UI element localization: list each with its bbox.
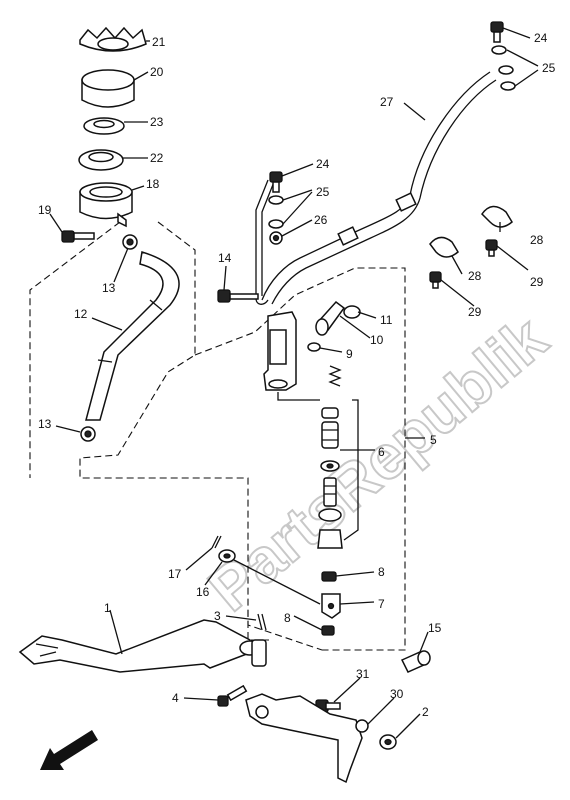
assembly-boundary-right: [194, 267, 406, 651]
callout-31: 31: [356, 667, 370, 681]
circlip: [307, 342, 321, 352]
master-cylinder-body: [263, 311, 297, 391]
callout-17: 17: [168, 567, 182, 581]
callout-3: 3: [214, 609, 221, 623]
callout-13-upper: 13: [102, 281, 116, 295]
joint-o-ring: [343, 305, 361, 319]
dust-boot: [317, 529, 343, 549]
reservoir-cap-cover: [79, 26, 147, 52]
hose-clip-lower: [80, 426, 96, 442]
callout-29-upper: 29: [530, 275, 544, 289]
callout-1: 1: [104, 601, 111, 615]
callout-9: 9: [346, 347, 353, 361]
callout-29-lower: 29: [468, 305, 482, 319]
callout-25-upper: 25: [542, 61, 556, 75]
front-direction-arrow: [40, 730, 98, 770]
copper-washers-upper: [491, 45, 516, 91]
bracket-washer: [379, 734, 397, 750]
clamp-bolt-b: [429, 271, 442, 289]
callout-6: 6: [378, 445, 385, 459]
clevis-nut: [321, 625, 335, 636]
clevis-pin-line: [233, 559, 321, 605]
footrest-bracket: [245, 693, 369, 784]
callout-labels: 21 20 23 22 18 19 13 12 13 24 25 27 24 2…: [38, 31, 556, 719]
assembly-boundary-left: [29, 221, 323, 651]
reservoir-hose: [85, 251, 180, 421]
callout-19: 19: [38, 203, 52, 217]
copper-washers-lower: [268, 195, 284, 229]
cotter-pin-upper: [211, 535, 222, 549]
circlip-lower: [318, 508, 342, 522]
callout-18: 18: [146, 177, 160, 191]
callout-8-upper: 8: [378, 565, 385, 579]
master-cylinder-bolt: [217, 289, 259, 303]
callout-21: 21: [152, 35, 166, 49]
push-rod: [323, 477, 337, 507]
callout-28-upper: 28: [530, 233, 544, 247]
hose-joint: [315, 300, 346, 336]
callout-16: 16: [196, 585, 210, 599]
clamp-bolt-a: [485, 239, 498, 257]
leader-lines: [49, 27, 539, 739]
reservoir-tank: [79, 182, 133, 228]
callout-13-lower: 13: [38, 417, 52, 431]
callout-27: 27: [380, 95, 394, 109]
piston: [321, 421, 339, 449]
reservoir-bolt: [61, 230, 95, 243]
callout-25-lower: 25: [316, 185, 330, 199]
callout-20: 20: [150, 65, 164, 79]
callout-12: 12: [74, 307, 88, 321]
callout-23: 23: [150, 115, 164, 129]
brake-hose-union: [269, 231, 283, 245]
diaphragm-plate: [83, 117, 125, 135]
diaphragm: [78, 149, 124, 171]
callout-24-lower: 24: [316, 157, 330, 171]
union-bolt-upper: [490, 21, 504, 43]
callout-7: 7: [378, 597, 385, 611]
callout-30: 30: [390, 687, 404, 701]
piston-seal: [320, 460, 340, 472]
pedal-end-cap: [400, 650, 431, 673]
piston-spring: [328, 365, 342, 387]
lock-nut: [321, 571, 337, 582]
callout-8-lower: 8: [284, 611, 291, 625]
cotter-pin-lower: [257, 613, 267, 631]
brake-pedal: [18, 619, 253, 673]
callout-28-lower: 28: [468, 269, 482, 283]
callout-14: 14: [218, 251, 232, 265]
pedal-pivot: [239, 639, 267, 667]
union-bolt-lower: [269, 171, 283, 193]
callout-2: 2: [422, 705, 429, 719]
callout-5: 5: [430, 433, 437, 447]
callout-22: 22: [150, 151, 164, 165]
kit-leader-top: [277, 392, 320, 401]
callout-10: 10: [370, 333, 384, 347]
hose-clamp-b: [429, 236, 459, 258]
pedal-bolt: [217, 684, 248, 707]
callout-11: 11: [380, 313, 393, 327]
hose-clip-upper: [122, 234, 138, 250]
brake-hose: [261, 71, 497, 305]
reservoir-cap: [81, 69, 135, 108]
callout-24-upper: 24: [534, 31, 548, 45]
callout-26: 26: [314, 213, 328, 227]
callout-4: 4: [172, 691, 179, 705]
kit-bracket-line: [343, 399, 359, 541]
piston-cup: [321, 407, 339, 419]
plain-washer: [218, 549, 236, 563]
clevis: [321, 593, 341, 619]
callout-15: 15: [428, 621, 442, 635]
hose-clamp-a: [481, 205, 513, 228]
